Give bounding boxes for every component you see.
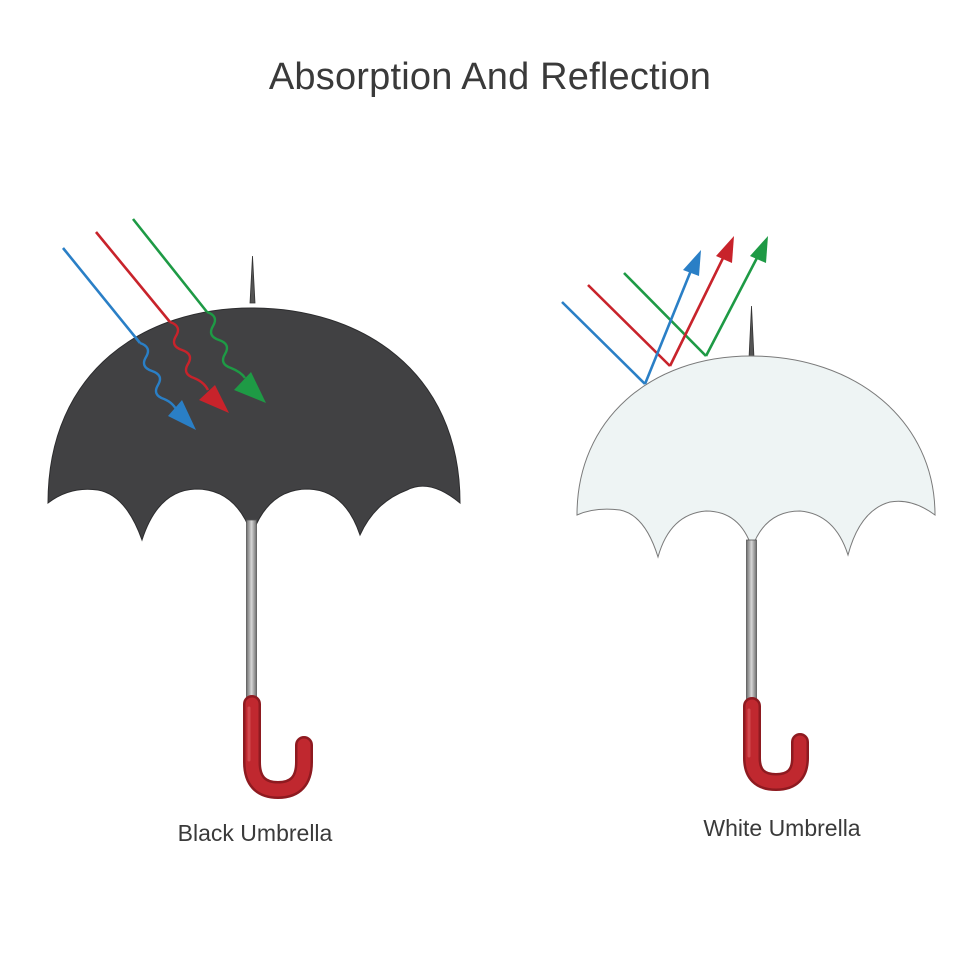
white-umbrella	[561, 236, 936, 792]
black-umbrella-tip	[249, 255, 256, 304]
black-umbrella	[47, 218, 461, 800]
black-umbrella-canopy	[47, 307, 461, 542]
absorbed-green-arrowhead	[234, 372, 266, 403]
incoming-red-ray	[94, 231, 172, 323]
reflected-blue-ray	[643, 267, 694, 385]
white-umbrella-shaft	[746, 539, 757, 711]
incoming-blue-ray	[61, 247, 142, 344]
reflected-green-ray	[704, 253, 761, 357]
white-umbrella-canopy	[576, 355, 936, 559]
reflected-red-arrowhead	[716, 236, 734, 263]
incident-blue-ray	[561, 301, 646, 385]
black-umbrella-shaft	[246, 519, 257, 707]
reflected-red-ray	[668, 253, 727, 367]
incident-red-ray	[587, 284, 671, 367]
incoming-green-ray	[131, 218, 209, 313]
reflected-blue-arrowhead	[683, 250, 701, 276]
diagram-title: Absorption And Reflection	[268, 56, 712, 98]
absorbed-red-wave	[169, 320, 210, 391]
absorbed-blue-wave	[139, 341, 180, 414]
white-umbrella-tip	[748, 305, 755, 359]
absorbed-red-arrowhead	[199, 385, 229, 413]
incident-green-ray	[623, 272, 707, 357]
absorbed-blue-arrowhead	[168, 400, 196, 430]
reflected-green-arrowhead	[750, 236, 768, 263]
absorbed-green-wave	[206, 310, 246, 379]
black-umbrella-label: Black Umbrella	[177, 820, 333, 846]
white-umbrella-label: White Umbrella	[703, 815, 861, 841]
